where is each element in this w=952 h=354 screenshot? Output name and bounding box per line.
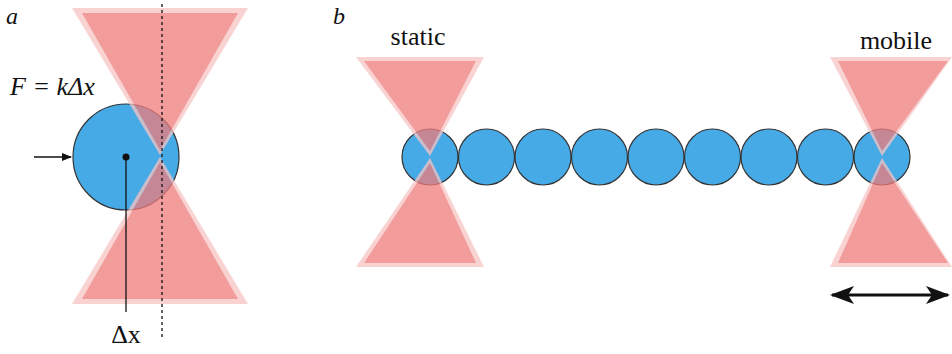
leader-line xyxy=(125,157,126,312)
panel-letter: b xyxy=(333,4,345,28)
laser-beam xyxy=(72,8,248,304)
trap-label: static xyxy=(391,24,446,50)
bead-chain xyxy=(402,129,910,185)
panel-letter: a xyxy=(6,4,18,28)
motion-arrow xyxy=(832,294,948,297)
displacement-label: Δx xyxy=(111,322,141,348)
force-arrow xyxy=(34,156,71,157)
static-trap xyxy=(356,57,484,267)
beam-axis xyxy=(161,4,162,338)
force-formula: F = kΔx xyxy=(10,74,95,100)
mobile-trap xyxy=(830,57,952,267)
trap-label: mobile xyxy=(860,28,932,54)
